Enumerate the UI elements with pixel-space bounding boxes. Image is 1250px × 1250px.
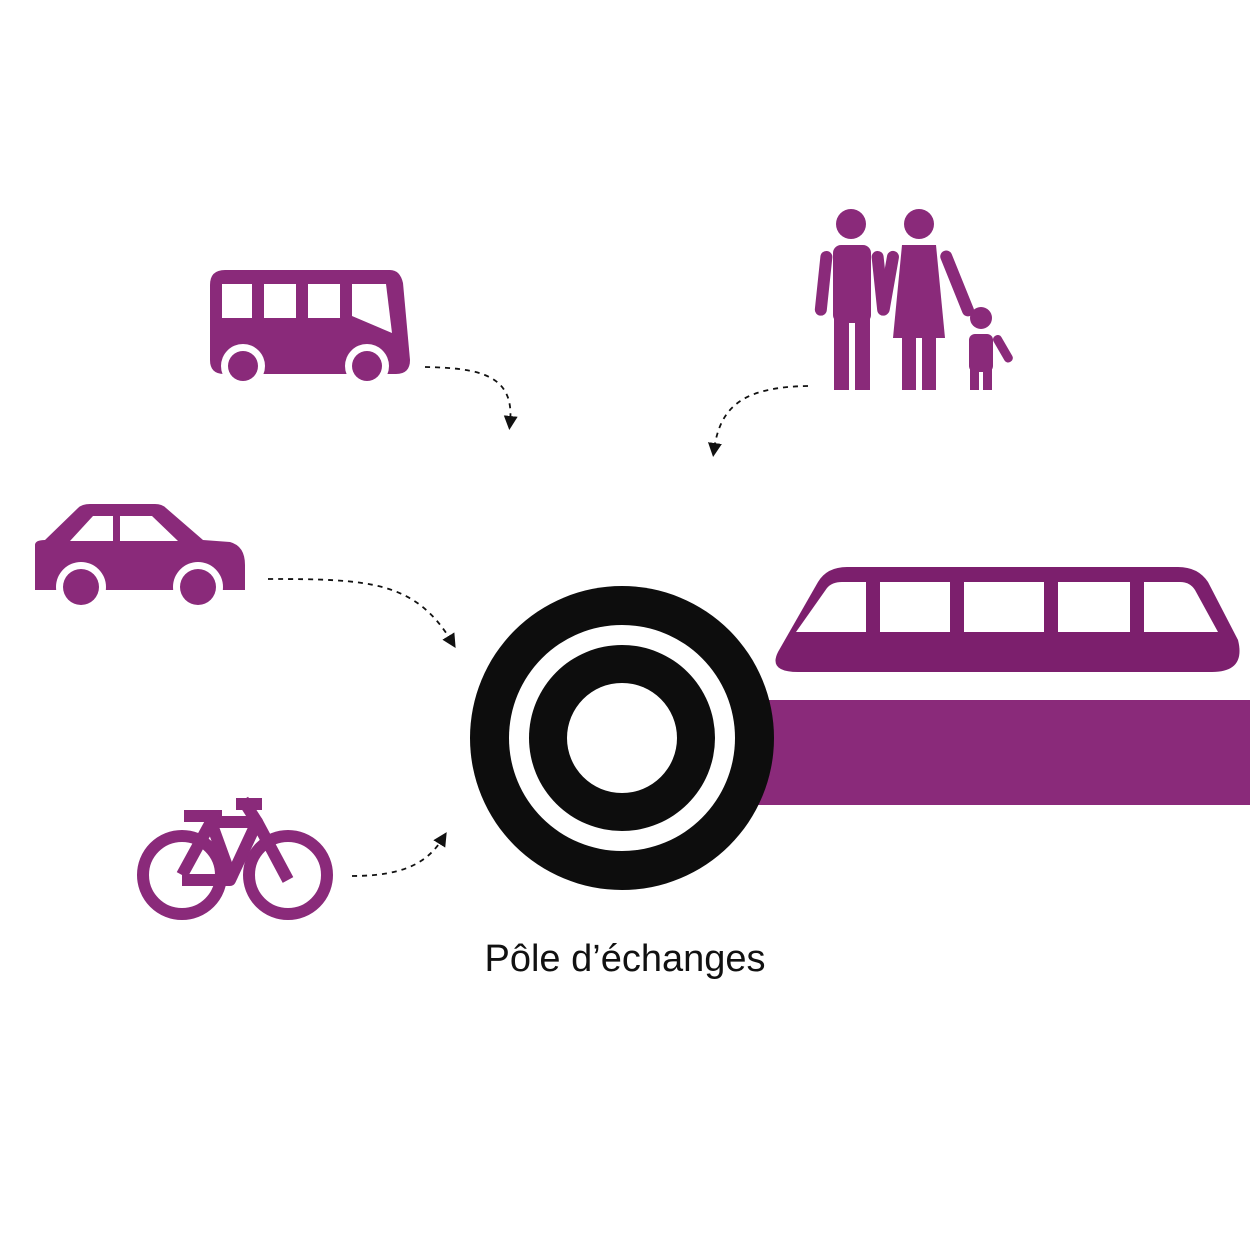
pedestrians-arrow bbox=[707, 385, 809, 457]
bicycle-icon bbox=[137, 796, 333, 920]
car-arrow bbox=[267, 578, 456, 648]
car-icon bbox=[35, 504, 245, 612]
bicycle-arrow bbox=[351, 832, 447, 877]
interchange-hub-icon bbox=[470, 586, 774, 890]
bus-icon bbox=[210, 270, 410, 388]
pedestrians-icon bbox=[814, 209, 1013, 390]
hub-label: Pôle d’échanges bbox=[484, 938, 766, 980]
bus-arrow bbox=[424, 366, 518, 430]
tram-icon bbox=[775, 567, 1240, 672]
rail-line bbox=[755, 700, 1250, 805]
